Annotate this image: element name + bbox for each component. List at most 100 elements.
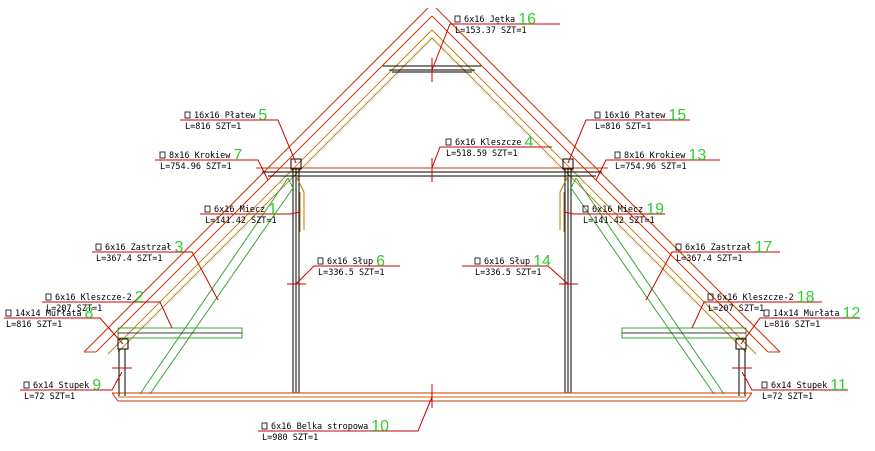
section-square-icon [204, 205, 211, 213]
member-length-qty: L=336.5 SZT=1 [475, 268, 542, 278]
rafter-left [83, 7, 433, 355]
member-number: 4 [525, 134, 534, 151]
member-length-qty: L=141.42 SZT=1 [583, 216, 655, 226]
section-square-icon [184, 111, 191, 119]
member-length-qty: L=72 SZT=1 [24, 392, 75, 402]
brace-right [559, 175, 569, 232]
member-section-name: 8x16 Krokiew [624, 151, 686, 161]
member-number: 6 [376, 253, 385, 270]
section-square-icon [474, 257, 481, 265]
member-length-qty: L=816 SZT=1 [764, 320, 820, 330]
member-section-name: 6x16 Słup [484, 257, 530, 267]
member-length-qty: L=207 SZT=1 [708, 304, 764, 314]
wall-plate-right [735, 338, 747, 350]
member-length-qty: L=816 SZT=1 [185, 122, 241, 132]
post-left [287, 169, 306, 393]
member-length-qty: L=153.37 SZT=1 [455, 26, 527, 36]
member-length-qty: L=367.4 SZT=1 [96, 254, 163, 264]
member-section-name: 14x14 Murłata [15, 309, 82, 319]
section-square-icon [614, 151, 621, 159]
small-tie-left [117, 327, 243, 339]
member-section-name: 16x16 Płatew [194, 111, 256, 121]
knee-wall-left [112, 349, 132, 396]
leader-lines [4, 23, 860, 432]
small-tie-right [621, 327, 747, 339]
member-section-name: 6x16 Kleszcze-2 [55, 293, 132, 303]
member-section-name: 14x14 Murłata [773, 309, 840, 319]
section-square-icon [594, 111, 601, 119]
section-square-icon [95, 243, 102, 251]
section-square-icon [707, 293, 714, 301]
truss-structure [83, 7, 781, 408]
section-square-icon [675, 243, 682, 251]
member-section-name: 16x16 Płatew [604, 111, 666, 121]
section-square-icon [445, 138, 452, 146]
section-square-icon [261, 422, 268, 430]
member-section-name: 6x14 Stupek [771, 381, 827, 391]
member-length-qty: L=816 SZT=1 [6, 320, 62, 330]
member-section-name: 6x14 Stupek [33, 381, 89, 391]
rafter-right [431, 7, 781, 355]
member-length-qty: L=980 SZT=1 [262, 433, 318, 443]
member-number: 13 [688, 147, 706, 164]
member-number: 16 [518, 11, 536, 28]
member-length-qty: L=754.96 SZT=1 [160, 162, 232, 172]
member-number: 10 [371, 418, 389, 435]
member-number: 7 [233, 147, 242, 164]
ceiling-beam [111, 384, 753, 408]
section-square-icon [23, 381, 30, 389]
member-section-name: 6x16 Jętka [464, 15, 515, 25]
member-number: 14 [533, 253, 551, 270]
member-number: 17 [755, 239, 773, 256]
member-section-name: 6x16 Kleszcze [455, 138, 522, 148]
member-length-qty: L=518.59 SZT=1 [446, 149, 518, 159]
member-section-name: 6x16 Kleszcze-2 [717, 293, 794, 303]
section-square-icon [582, 205, 589, 213]
member-number: 15 [668, 107, 686, 124]
member-section-name: 6x16 Belka stropowa [271, 422, 368, 432]
section-square-icon [5, 309, 12, 317]
member-length-qty: L=754.96 SZT=1 [615, 162, 687, 172]
member-section-name: 6x16 Miecz [592, 205, 643, 215]
member-number: 8 [85, 305, 94, 322]
member-length-qty: L=207 SZT=1 [46, 304, 102, 314]
section-square-icon [317, 257, 324, 265]
member-length-qty: L=816 SZT=1 [595, 122, 651, 132]
member-section-name: 6x16 Słup [327, 257, 373, 267]
member-length-qty: L=141.42 SZT=1 [205, 216, 277, 226]
section-square-icon [454, 15, 461, 23]
member-number: 1 [268, 201, 277, 218]
member-number: 3 [175, 239, 184, 256]
member-number: 18 [797, 289, 815, 306]
section-square-icon [159, 151, 166, 159]
member-length-qty: L=336.5 SZT=1 [318, 268, 385, 278]
member-section-name: 6x16 Miecz [214, 205, 265, 215]
member-length-qty: L=72 SZT=1 [762, 392, 813, 402]
member-section-name: 6x16 Zastrzał [105, 243, 172, 253]
knee-wall-right [732, 349, 752, 396]
brace-left [295, 175, 305, 232]
section-square-icon [761, 381, 768, 389]
member-number: 12 [843, 305, 861, 322]
member-section-name: 6x16 Zastrzał [685, 243, 752, 253]
post-right [559, 169, 578, 393]
